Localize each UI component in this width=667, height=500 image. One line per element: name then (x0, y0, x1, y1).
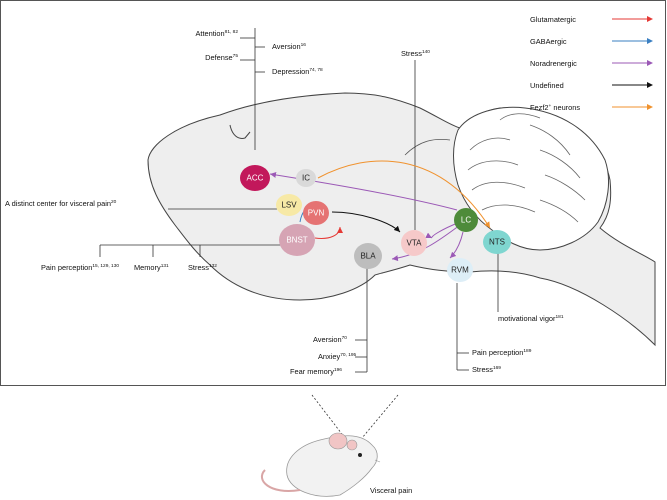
annotation-anxiety: Anxiey70, 195 (318, 352, 357, 361)
region-lc-shape (454, 208, 478, 232)
annotation-fear-memory: Fear memory196 (290, 367, 342, 376)
region-nodes: ACC IC LSV PVN BNST VTA BLA LC NTS RVM (240, 165, 511, 282)
projection-arrows (269, 160, 491, 262)
legend-item: Glutamatergic (530, 15, 653, 24)
region-vta-label: VTA (407, 239, 423, 248)
region-ic-shape (296, 169, 316, 187)
region-bla: BLA (354, 243, 382, 269)
arrow-lc-rvm (449, 231, 464, 259)
region-vta-shape (401, 230, 427, 256)
region-acc-label: ACC (247, 174, 264, 183)
arrow-bnst-pvn (314, 226, 343, 239)
region-bnst: BNST (279, 224, 315, 256)
legend-label: Noradrenergic (530, 59, 577, 68)
region-acc: ACC (240, 165, 270, 191)
region-acc-shape (240, 165, 270, 191)
legend-item: Undefined (530, 81, 653, 90)
region-bnst-shape (279, 224, 315, 256)
mouse-illustration (260, 432, 381, 497)
annotation-motivational-vigor: motivational vigor181 (498, 314, 564, 323)
caption-visceral-pain: Visceral pain (370, 486, 412, 495)
arrow-lc-bla (391, 224, 461, 262)
annotation-aversion-bla: Aversion70 (313, 335, 347, 344)
arrow-pvn-vta (331, 211, 401, 233)
region-lc-label: LC (461, 216, 471, 225)
annotations: Attention81, 82 Defense75 Aversion16Depres… (5, 29, 564, 376)
cerebellum-folds (467, 113, 586, 223)
region-pvn-shape (303, 201, 329, 225)
annotation-depression: Depression74, 78 (272, 67, 323, 76)
legend: GlutamatergicGABAergicNoradrenergicUndef… (530, 15, 653, 112)
annotation-visceral-center: A distinct center for visceral pain20 (5, 199, 117, 208)
region-vta: VTA (401, 230, 427, 256)
annotation-memory: Memory131 (134, 263, 169, 272)
dashed-line-left (311, 394, 346, 439)
region-pvn: PVN (303, 201, 329, 225)
annotation-aversion: Aversion16 (272, 42, 306, 51)
cortex-fold (404, 138, 451, 156)
cerebellum (453, 106, 610, 251)
region-nts-label: NTS (489, 238, 505, 247)
region-lsv-shape (276, 194, 302, 216)
annotation-defense: Defense75 (205, 53, 238, 62)
region-rvm-label: RVM (451, 266, 469, 275)
legend-label: Fezf2+ neurons (530, 103, 580, 112)
annotation-pain-perception-rvm: Pain perception189 (472, 348, 532, 357)
region-bla-shape (354, 243, 382, 269)
arrow-lc-acc (269, 171, 458, 211)
region-nts: NTS (483, 230, 511, 254)
region-rvm-shape (447, 258, 473, 282)
region-nts-shape (483, 230, 511, 254)
legend-item: GABAergic (530, 37, 653, 46)
legend-label: Undefined (530, 81, 564, 90)
legend-label: GABAergic (530, 37, 567, 46)
region-pvn-label: PVN (308, 209, 325, 218)
annotation-stress-bnst: Stress132 (188, 263, 217, 272)
region-lsv: LSV (276, 194, 302, 216)
region-ic: IC (296, 169, 316, 187)
legend-label: Glutamatergic (530, 15, 576, 24)
legend-item: Fezf2+ neurons (530, 103, 653, 112)
arrow-ic-nts (317, 160, 491, 229)
annotation-stress-vta: Stress140 (401, 49, 430, 58)
region-bla-label: BLA (360, 252, 376, 261)
region-lsv-label: LSV (281, 201, 297, 210)
region-lc: LC (454, 208, 478, 232)
region-ic-label: IC (302, 174, 310, 183)
region-bnst-label: BNST (286, 236, 307, 245)
olfactory-bulb (229, 124, 251, 139)
annotation-pain-perception-bnst: Pain perception15, 129, 130 (41, 263, 119, 272)
dashed-line-right (361, 394, 399, 439)
legend-item: Noradrenergic (530, 59, 653, 68)
annotation-stress-rvm: Stress169 (472, 365, 501, 374)
leader-lines (99, 28, 499, 373)
region-rvm: RVM (447, 258, 473, 282)
annotation-attention: Attention81, 82 (195, 29, 238, 38)
